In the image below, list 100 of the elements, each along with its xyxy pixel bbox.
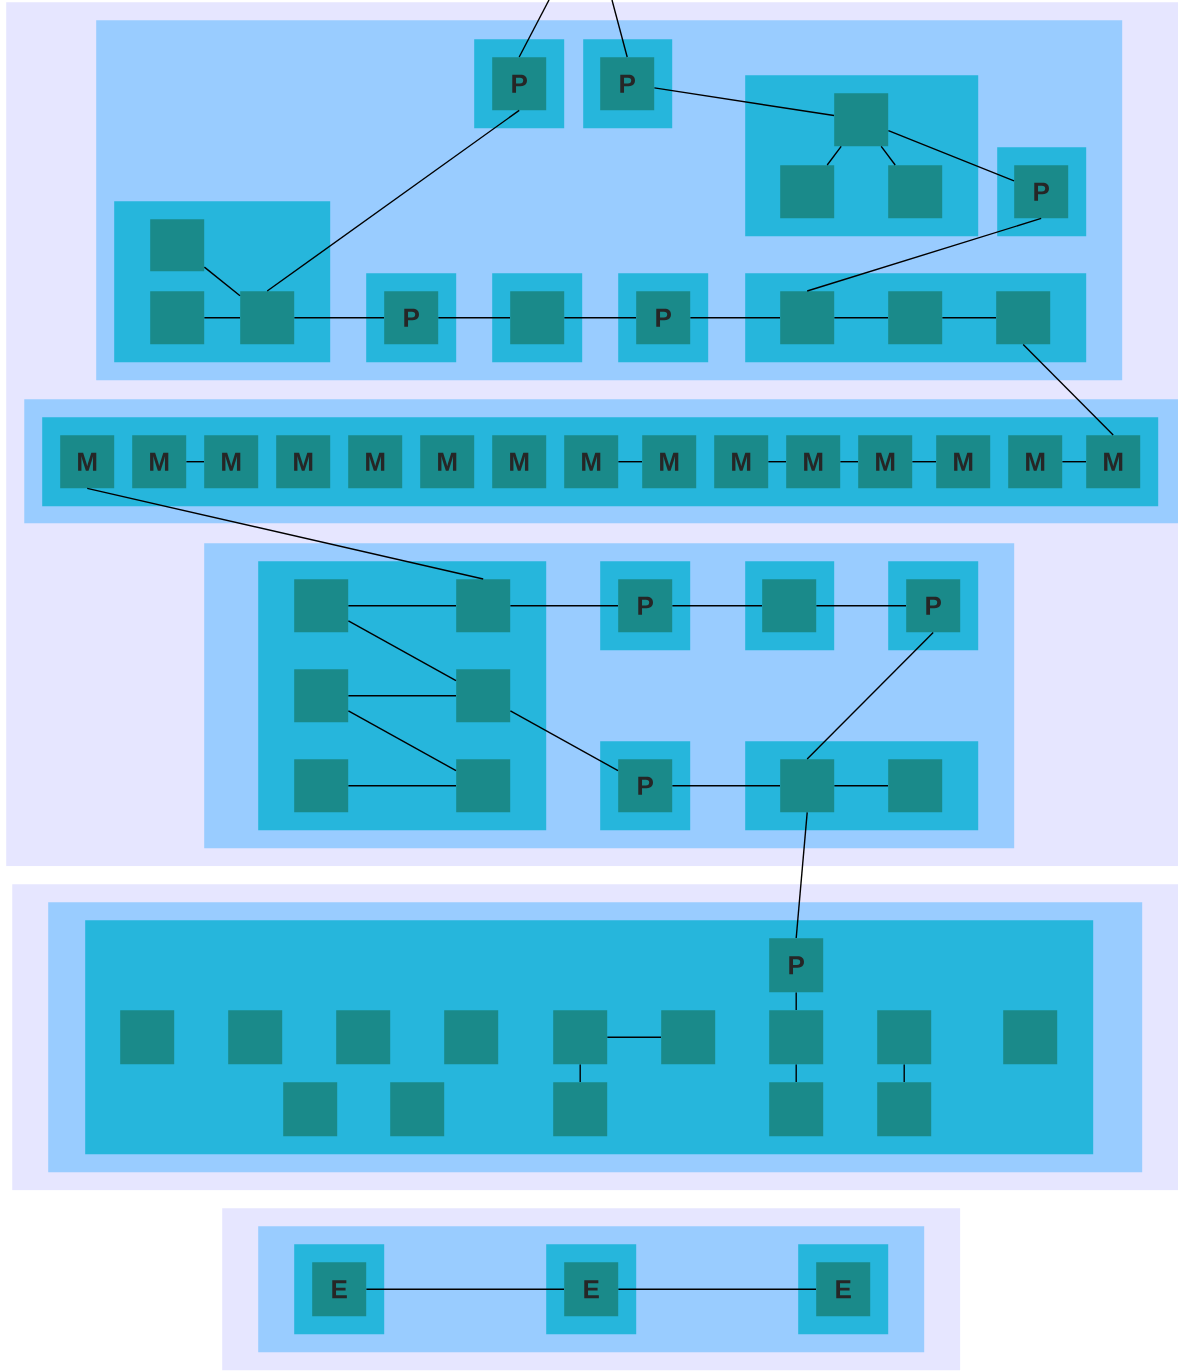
- connector-line: [653, 87, 835, 117]
- connector-line: [689, 317, 781, 319]
- connector-line: [437, 317, 511, 319]
- connector-line: [347, 710, 457, 772]
- connector-line: [833, 785, 889, 787]
- plain-box: [1003, 1010, 1058, 1065]
- plain-box: [294, 669, 349, 723]
- connector-line: [1061, 461, 1087, 463]
- connector-line: [347, 620, 457, 682]
- plain-box: [834, 93, 889, 147]
- connector-line: [203, 266, 241, 297]
- labeled-box: P: [618, 759, 673, 813]
- labeled-box: M: [204, 435, 259, 489]
- labeled-box: P: [769, 938, 824, 993]
- plain-box: [769, 1082, 824, 1137]
- connector-line: [266, 109, 520, 292]
- connector-line: [293, 317, 385, 319]
- plain-box: [294, 579, 349, 633]
- plain-box: [456, 759, 511, 813]
- plain-box: [510, 291, 565, 345]
- plain-box: [150, 219, 205, 272]
- plain-box: [888, 165, 943, 219]
- connector-line: [563, 317, 637, 319]
- plain-box: [888, 759, 943, 813]
- connector-line: [815, 605, 907, 607]
- connector-line: [617, 1288, 817, 1290]
- labeled-box: M: [1086, 435, 1141, 489]
- connector-line: [509, 605, 619, 607]
- connector-line: [347, 695, 457, 697]
- plain-box: [996, 291, 1051, 345]
- connector-line: [347, 785, 457, 787]
- connector-line: [617, 461, 643, 463]
- plain-box: [762, 579, 817, 633]
- plain-box: [780, 759, 835, 813]
- plain-box: [769, 1010, 824, 1065]
- connector-line: [509, 710, 619, 772]
- connector-line: [1022, 343, 1114, 436]
- plain-box: [888, 291, 943, 345]
- connector-line: [579, 1063, 581, 1083]
- labeled-box: M: [420, 435, 475, 489]
- plain-box: [294, 759, 349, 813]
- connector-line: [365, 1288, 565, 1290]
- labeled-box: P: [492, 57, 547, 111]
- plain-box: [150, 291, 205, 345]
- labeled-box: M: [714, 435, 769, 489]
- connector-line: [518, 0, 550, 58]
- plain-box: [877, 1010, 932, 1065]
- connector-line: [833, 317, 889, 319]
- connector-line: [795, 991, 797, 1011]
- labeled-box: M: [564, 435, 619, 489]
- plain-box: [553, 1010, 608, 1065]
- connector-line: [880, 145, 896, 166]
- plain-box: [456, 669, 511, 723]
- labeled-box: P: [618, 579, 673, 633]
- labeled-box: M: [858, 435, 913, 489]
- plain-box: [444, 1010, 499, 1065]
- connector-line: [806, 631, 934, 760]
- connector-line: [671, 785, 781, 787]
- plain-box: [228, 1010, 283, 1065]
- labeled-box: M: [348, 435, 403, 489]
- labeled-box: M: [786, 435, 841, 489]
- connector-line: [185, 461, 205, 463]
- labeled-box: M: [60, 435, 115, 489]
- plain-box: [456, 579, 511, 633]
- labeled-box: M: [492, 435, 547, 489]
- labeled-box: M: [276, 435, 331, 489]
- connector-line: [606, 1036, 662, 1038]
- plain-box: [877, 1082, 932, 1137]
- labeled-box: E: [564, 1262, 619, 1317]
- labeled-box: M: [1008, 435, 1063, 489]
- connector-line: [671, 605, 763, 607]
- connector-line: [203, 317, 241, 319]
- connector-line: [795, 1063, 797, 1083]
- labeled-box: M: [132, 435, 187, 489]
- labeled-box: P: [600, 57, 655, 111]
- labeled-box: P: [906, 579, 961, 633]
- connector-line: [795, 811, 808, 939]
- plain-box: [390, 1082, 445, 1137]
- plain-box: [780, 165, 835, 219]
- labeled-box: P: [636, 291, 691, 345]
- plain-box: [661, 1010, 716, 1065]
- labeled-box: P: [384, 291, 439, 345]
- labeled-box: M: [642, 435, 697, 489]
- plain-box: [120, 1010, 175, 1065]
- connector-line: [347, 605, 457, 607]
- connector-line: [86, 487, 484, 580]
- plain-box: [240, 291, 295, 345]
- plain-box: [283, 1082, 338, 1137]
- connector-line: [767, 461, 787, 463]
- labeled-box: P: [1014, 165, 1069, 219]
- labeled-box: M: [936, 435, 991, 489]
- connector-line: [806, 217, 1042, 292]
- labeled-box: E: [312, 1262, 367, 1317]
- connector-line: [839, 461, 859, 463]
- connector-line: [903, 1063, 905, 1083]
- connector-line: [941, 317, 997, 319]
- plain-box: [553, 1082, 608, 1137]
- labeled-box: E: [816, 1262, 871, 1317]
- plain-box: [336, 1010, 391, 1065]
- connector-line: [911, 461, 937, 463]
